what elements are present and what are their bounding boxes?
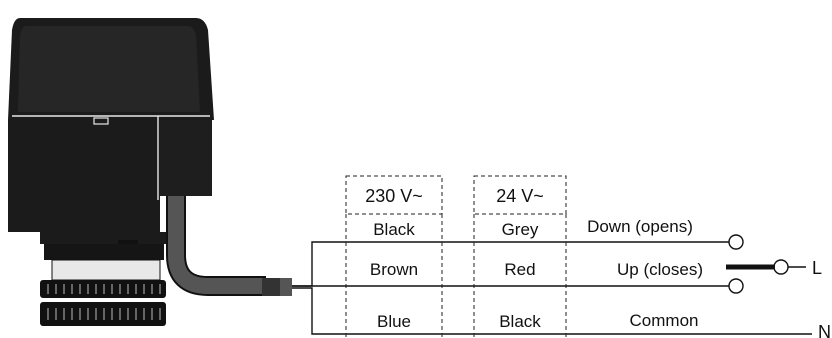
terminal-live: [773, 259, 789, 275]
wire-label-230-down: Black: [373, 220, 415, 239]
wire-label-230-common: Blue: [377, 312, 411, 331]
header-24v: 24 V~: [496, 186, 544, 206]
wires: [292, 234, 812, 335]
terminal-down: [728, 234, 744, 250]
terminal-label-live: L: [812, 258, 822, 278]
header-230v: 230 V~: [365, 186, 423, 206]
terminal-label-neutral: N: [818, 322, 831, 338]
wire-label-230-up: Brown: [370, 260, 418, 279]
wire-common: [292, 287, 812, 335]
wire-label-24-up: Red: [504, 260, 535, 279]
function-up: Up (closes): [617, 260, 703, 279]
wire-label-24-down: Grey: [502, 220, 539, 239]
terminal-up: [728, 278, 744, 294]
cable: [166, 196, 292, 296]
function-common: Common: [630, 311, 699, 330]
function-down: Down (opens): [587, 217, 693, 236]
actuator: [8, 18, 214, 326]
dashed-boxes: [345, 175, 567, 338]
wire-label-24-common: Black: [499, 312, 541, 331]
